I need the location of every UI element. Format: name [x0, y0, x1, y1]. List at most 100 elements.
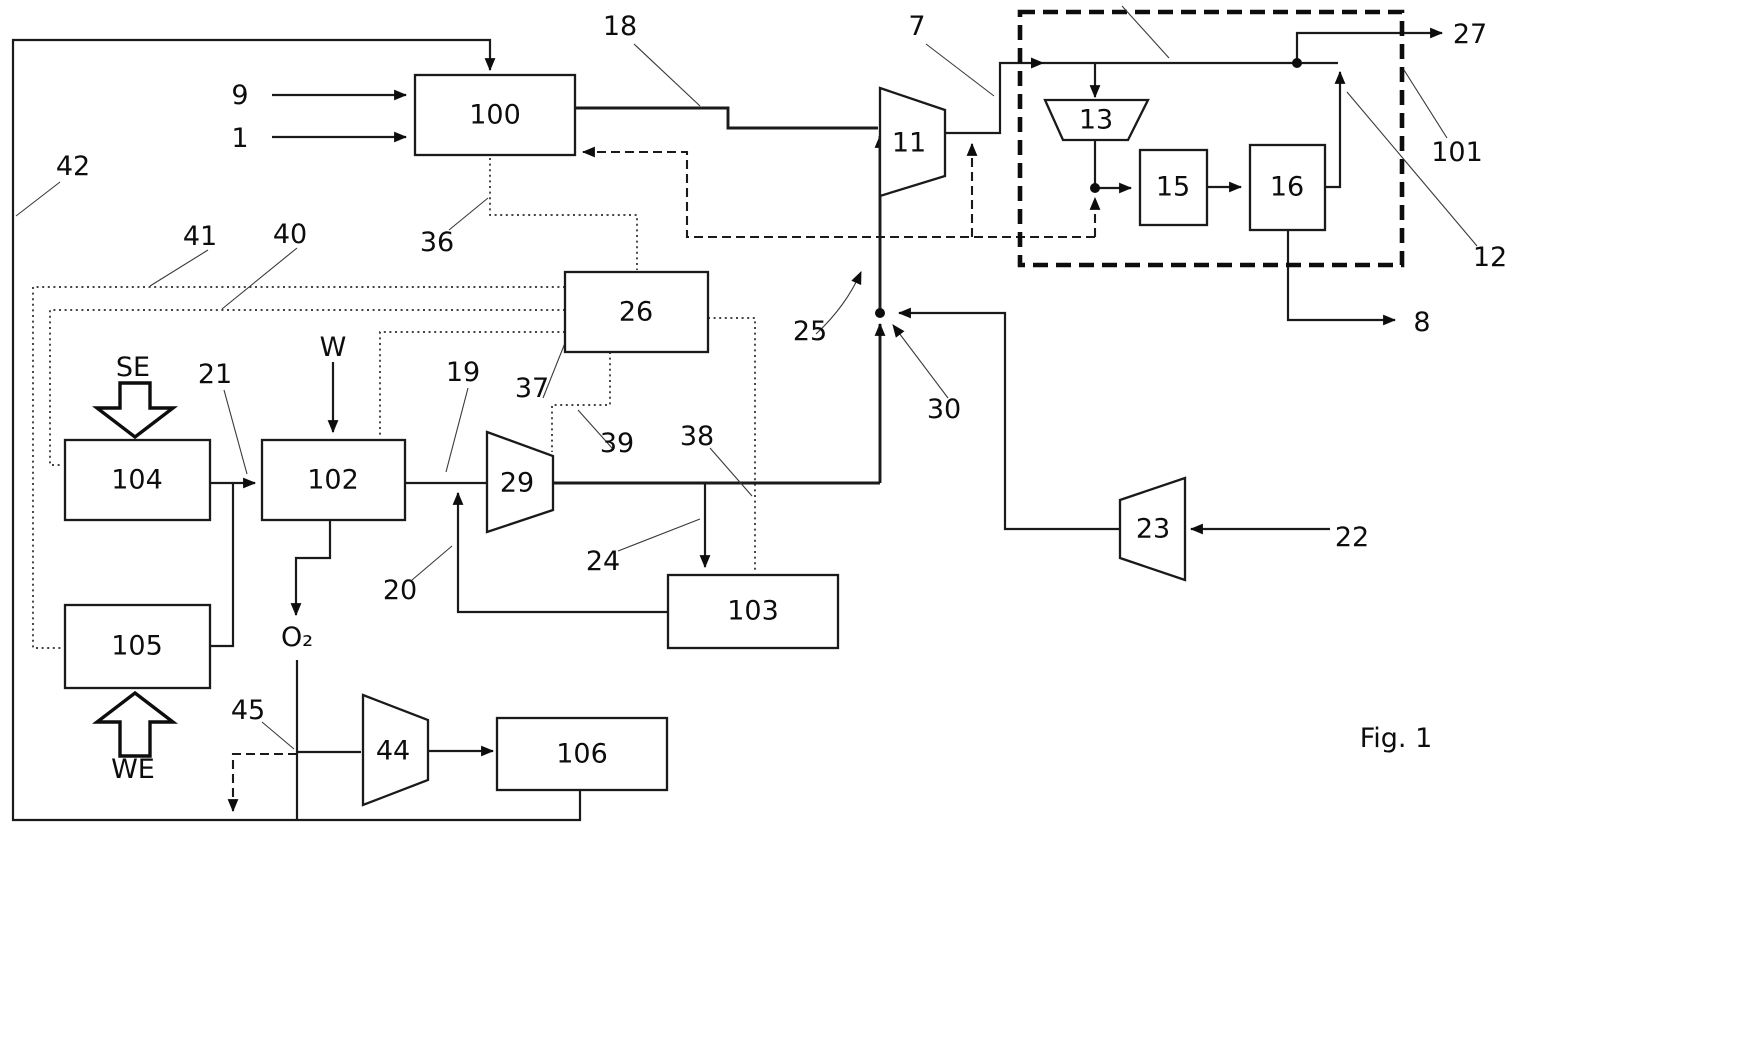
label-40: 40	[273, 219, 307, 250]
leader-top-diagonal	[1121, 5, 1170, 59]
expander-13-label: 13	[1079, 105, 1113, 136]
stream-42-recycle-loop	[11, 38, 582, 822]
block-100-label: 100	[469, 100, 521, 131]
block-16	[1248, 143, 1327, 232]
block-15-label: 15	[1156, 172, 1190, 203]
label-leader-lines	[15, 5, 1478, 750]
stream-30-23-outlet	[897, 307, 1120, 531]
block-16-label: 16	[1270, 172, 1304, 203]
se-block-arrow-icon	[91, 381, 179, 440]
block-106	[495, 716, 669, 792]
label-25: 25	[793, 316, 827, 347]
label-19: 19	[446, 357, 480, 388]
leader-25-curved-arrow	[815, 271, 862, 335]
control-signal-lines	[32, 158, 756, 649]
label-36: 36	[420, 227, 454, 258]
block-102-label: 102	[307, 465, 359, 496]
leader-39	[577, 409, 613, 449]
signal-line-36-100-to-26	[489, 158, 638, 270]
stream-20-103-return	[452, 491, 668, 614]
stream-number-labels: 9 1 18 7 27 101 12 42 41 40 36 25 8 30 S…	[56, 11, 1507, 785]
compressor-23	[1118, 476, 1187, 582]
leader-37	[542, 337, 568, 399]
leader-38	[709, 447, 753, 497]
leader-40	[221, 247, 298, 310]
block-15	[1138, 148, 1209, 227]
dashed-recycle-lines	[227, 142, 1101, 813]
label-30: 30	[927, 394, 961, 425]
leader-41	[149, 249, 209, 287]
label-12: 12	[1473, 242, 1507, 273]
label-se: SE	[116, 352, 150, 383]
label-42: 42	[56, 151, 90, 182]
block-104	[63, 438, 212, 522]
label-101: 101	[1431, 137, 1483, 168]
process-blocks: 100 26 104 102 105 103 106 15 16	[63, 73, 1327, 792]
label-we: WE	[111, 754, 155, 785]
block-105-label: 105	[111, 631, 163, 662]
label-7: 7	[908, 11, 925, 42]
leader-30-curved-arrow	[892, 324, 949, 399]
compressor-11	[878, 86, 947, 198]
leader-36	[448, 197, 489, 231]
block-102-electrolyser	[260, 438, 407, 522]
leader-101	[1403, 69, 1448, 139]
junction-dot-30	[875, 308, 885, 318]
process-stream-lines	[11, 27, 1444, 822]
label-18: 18	[603, 11, 637, 42]
label-45: 45	[231, 695, 265, 726]
label-9: 9	[231, 80, 248, 111]
signal-line-38-26-to-103	[708, 317, 756, 572]
leader-45	[261, 721, 295, 750]
label-20: 20	[383, 575, 417, 606]
label-8: 8	[1413, 307, 1430, 338]
stream-27-product	[1295, 27, 1444, 63]
turbine-44-label: 44	[376, 736, 410, 767]
compressor-11-label: 11	[892, 128, 926, 159]
stream-16-return-riser	[1325, 70, 1346, 189]
compressor-29-label: 29	[500, 468, 534, 499]
arrowhead-into-unit-101	[1031, 57, 1044, 69]
leader-18	[633, 43, 701, 107]
stream-7-11-outlet-header	[945, 61, 1338, 135]
unit-101-boundary-box	[1017, 9, 1405, 268]
signal-line-41-26-to-105	[32, 286, 565, 649]
leader-7	[925, 43, 995, 97]
label-w: W	[320, 332, 347, 363]
compressor-23-label: 23	[1136, 514, 1170, 545]
leader-20	[411, 545, 453, 581]
expander-13	[1043, 98, 1150, 142]
label-24: 24	[586, 546, 620, 577]
block-104-label: 104	[111, 465, 163, 496]
rotating-machines: 11 13 29 23 44	[361, 86, 1187, 807]
label-37: 37	[515, 373, 549, 404]
block-106-label: 106	[556, 739, 608, 770]
block-105	[63, 603, 212, 690]
block-103	[666, 573, 840, 650]
junction-dot-27	[1292, 58, 1302, 68]
block-26-label: 26	[619, 297, 653, 328]
block-103-label: 103	[727, 596, 779, 627]
signal-line-37-26-to-102	[379, 331, 565, 437]
compressor-29	[485, 430, 555, 534]
signal-line-39-26-to-29	[551, 352, 611, 452]
leader-21	[223, 389, 248, 475]
label-39: 39	[600, 428, 634, 459]
label-1: 1	[231, 123, 248, 154]
leader-42	[15, 181, 61, 217]
figure-caption: Fig. 1	[1360, 723, 1433, 754]
leader-12	[1346, 91, 1478, 247]
label-22: 22	[1335, 522, 1369, 553]
stream-8-product	[1286, 230, 1397, 326]
stream-105-link	[210, 484, 235, 648]
label-41: 41	[183, 221, 217, 252]
turbine-44	[361, 693, 430, 807]
recycle-line-to-100	[581, 146, 1095, 239]
block-100	[413, 73, 577, 157]
leader-24	[617, 518, 701, 552]
block-26-controller	[563, 270, 710, 354]
recycle-branch-45-to-loop	[227, 752, 297, 813]
junction-dot-13-outlet	[1090, 183, 1100, 193]
